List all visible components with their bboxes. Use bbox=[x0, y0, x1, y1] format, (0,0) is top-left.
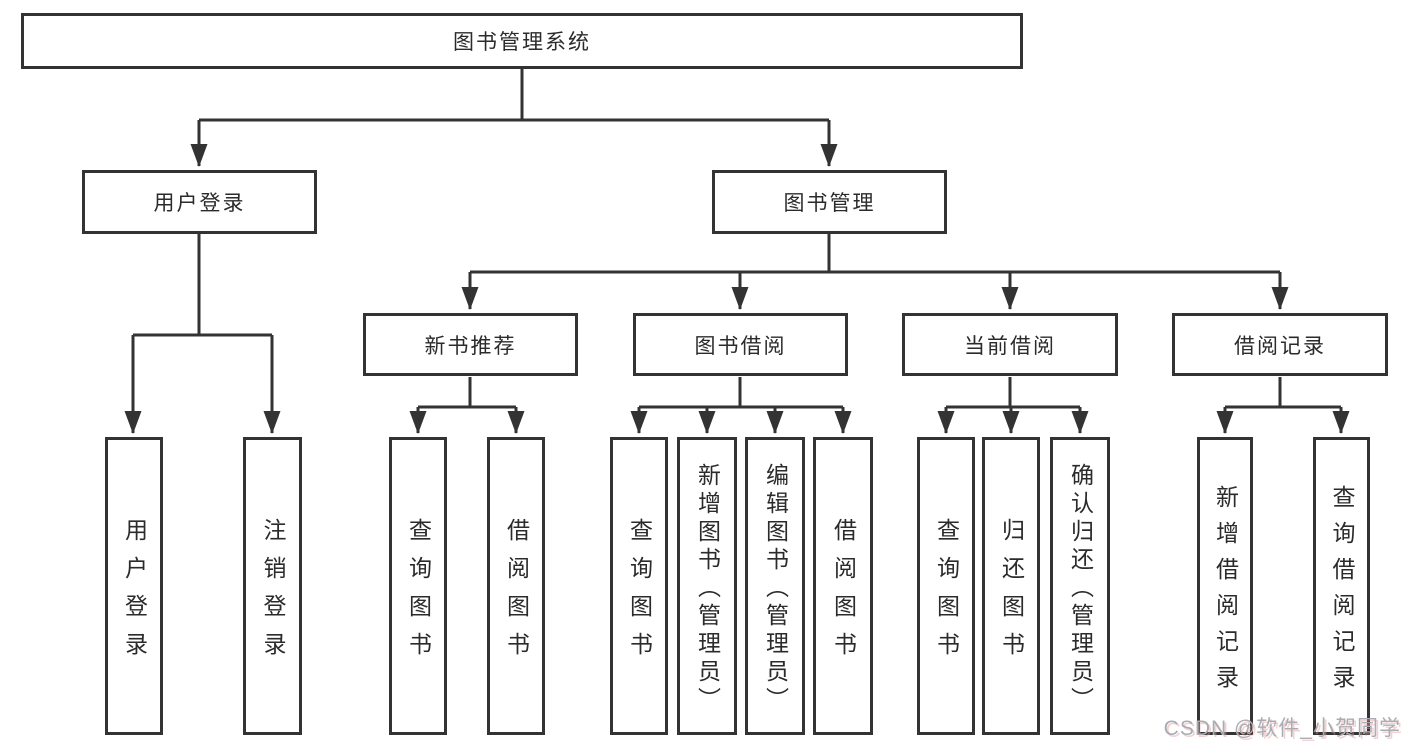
node-user-login: 用户登录 bbox=[82, 170, 317, 234]
leaf-add-books-admin-label: 新增图书（管理员） bbox=[694, 462, 721, 715]
leaf-current-query-books-label: 查询图书 bbox=[933, 517, 960, 670]
leaf-newbook-query-books: 查询图书 bbox=[389, 437, 447, 735]
leaf-edit-books-admin-label: 编辑图书（管理员） bbox=[762, 462, 789, 715]
leaf-query-borrow-record: 查询借阅记录 bbox=[1313, 437, 1370, 735]
node-root-label: 图书管理系统 bbox=[453, 31, 591, 54]
node-book-management: 图书管理 bbox=[712, 170, 947, 234]
leaf-edit-books-admin: 编辑图书（管理员） bbox=[745, 437, 805, 735]
node-book-management-label: 图书管理 bbox=[783, 192, 876, 215]
leaf-borrow-query-books: 查询图书 bbox=[610, 437, 668, 735]
node-new-book-recommend-label: 新书推荐 bbox=[424, 334, 517, 358]
leaf-newbook-borrow-books: 借阅图书 bbox=[487, 437, 545, 735]
node-borrowing-records-label: 借阅记录 bbox=[1234, 334, 1326, 358]
leaf-newbook-query-books-label: 查询图书 bbox=[405, 517, 432, 670]
node-book-borrowing: 图书借阅 bbox=[633, 313, 848, 376]
leaf-confirm-return-admin: 确认归还（管理员） bbox=[1050, 437, 1110, 735]
node-current-borrowing: 当前借阅 bbox=[902, 313, 1118, 376]
leaf-user-login: 用户登录 bbox=[105, 437, 163, 735]
leaf-newbook-borrow-books-label: 借阅图书 bbox=[503, 517, 530, 670]
leaf-user-login-label: 用户登录 bbox=[121, 517, 148, 670]
node-current-borrowing-label: 当前借阅 bbox=[964, 334, 1056, 358]
node-user-login-label: 用户登录 bbox=[153, 192, 246, 215]
node-book-borrowing-label: 图书借阅 bbox=[694, 334, 787, 358]
leaf-borrow-books-label: 借阅图书 bbox=[830, 517, 857, 670]
node-root-system: 图书管理系统 bbox=[21, 13, 1023, 69]
leaf-current-query-books: 查询图书 bbox=[917, 437, 975, 735]
leaf-return-books-label: 归还图书 bbox=[998, 517, 1025, 670]
leaf-add-borrow-record-label: 新增借阅记录 bbox=[1212, 484, 1239, 701]
leaf-add-borrow-record: 新增借阅记录 bbox=[1197, 437, 1253, 735]
leaf-logout: 注销登录 bbox=[243, 437, 302, 735]
leaf-query-borrow-record-label: 查询借阅记录 bbox=[1329, 484, 1355, 701]
leaf-logout-label: 注销登录 bbox=[260, 517, 286, 670]
leaf-borrow-query-books-label: 查询图书 bbox=[626, 517, 653, 670]
leaf-add-books-admin: 新增图书（管理员） bbox=[677, 437, 737, 735]
node-new-book-recommend: 新书推荐 bbox=[363, 313, 578, 376]
leaf-return-books: 归还图书 bbox=[982, 437, 1040, 735]
leaf-borrow-books: 借阅图书 bbox=[813, 437, 873, 735]
node-borrowing-records: 借阅记录 bbox=[1172, 313, 1388, 376]
leaf-confirm-return-admin-label: 确认归还（管理员） bbox=[1067, 462, 1094, 715]
